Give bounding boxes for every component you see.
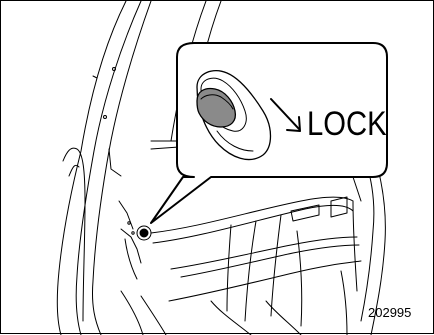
lock-location-marker (137, 226, 151, 240)
lock-label: LOCK (307, 105, 387, 144)
figure-number: 202995 (368, 305, 411, 320)
